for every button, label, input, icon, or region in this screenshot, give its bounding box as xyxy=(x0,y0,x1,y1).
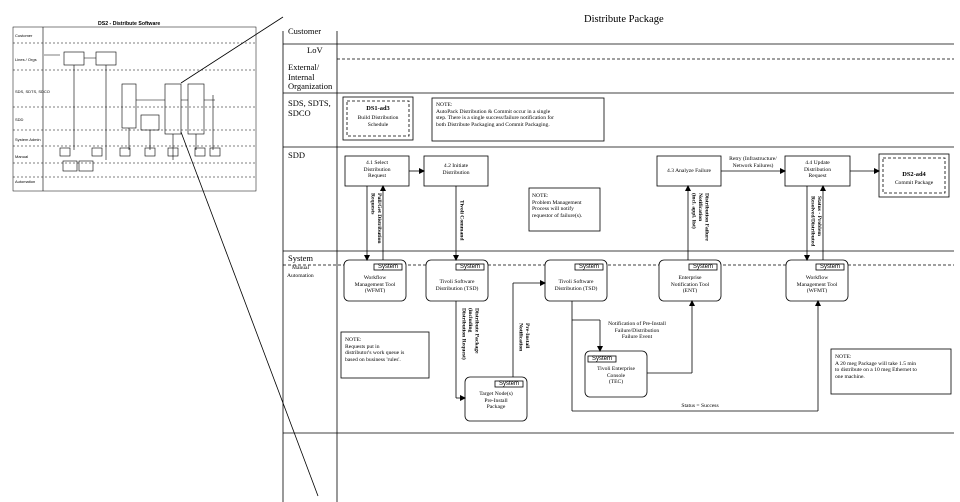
thumbnail-row-label: SDD xyxy=(15,117,24,122)
system-tsd-1-label: Tivoli Software Distribution (TSD) xyxy=(435,279,479,292)
system-tag-3 xyxy=(574,263,604,271)
flow-label-pre-install: Pre-Install Notification xyxy=(517,323,530,352)
system-tsd-2-label: Tivoli Software Distribution (TSD) xyxy=(554,279,598,292)
ds1-label: Build Distribution Schedule xyxy=(357,115,399,128)
ds1-title: DS1-ad3 xyxy=(366,105,390,112)
ds1-node xyxy=(342,96,414,141)
thumbnail-row-label: System Admin xyxy=(15,137,41,142)
lane-manual: Manual xyxy=(292,265,310,271)
system-tag-label: System xyxy=(591,356,612,362)
system-tag-label: System xyxy=(498,381,519,387)
system-wfmt-1-label: Workflow Management Tool (WFMT) xyxy=(354,275,396,295)
ds2-label: Commit Package xyxy=(894,180,934,186)
note-size-text: NOTE: A 20 meg Package will take 1.5 min… xyxy=(835,354,917,380)
flow-label-pull: Pull/Get Distribution Requests xyxy=(369,193,382,244)
ds2-node xyxy=(878,153,950,198)
flow-label-status-success: Status = Success xyxy=(681,403,719,409)
zoom-line-top xyxy=(180,16,284,84)
system-tag-label: System xyxy=(819,264,840,270)
flow-label-tivoli-command: Tivoli Command xyxy=(458,200,465,241)
note-autopack-text: NOTE: AutoPack Distribution & Commit occ… xyxy=(436,102,554,128)
system-tag-7 xyxy=(494,380,524,388)
thumbnail-row-label: Automation xyxy=(15,179,36,184)
system-wfmt-2-label: Workflow Management Tool (WFMT) xyxy=(796,275,838,295)
system-target-label: Target Node(s) Pre-Install Package xyxy=(479,391,513,411)
flow-label-fault-notification: Distribution Failure Notification (incl.… xyxy=(690,193,710,241)
node-4-1 xyxy=(344,155,410,187)
zoom-line-bottom xyxy=(180,131,319,497)
lane-customer: Customer xyxy=(288,26,322,36)
ds2-title: DS2-ad4 xyxy=(902,171,926,178)
note-problem-management xyxy=(528,187,601,232)
note-problem-text: NOTE: Problem Management Process will no… xyxy=(532,193,583,219)
node-4-4-label: 4.4 Update Distribution Request xyxy=(803,160,832,180)
lane-external: External/ Internal Organization xyxy=(288,62,333,92)
thumbnail-overview xyxy=(12,26,257,192)
thumbnail-row-label: Lines / Orgs xyxy=(15,57,37,62)
system-tag-6 xyxy=(587,355,617,363)
thumbnail-title: DS2 - Distribute Software xyxy=(98,21,161,27)
lane-sdd: SDD xyxy=(288,150,306,160)
system-tec xyxy=(584,350,648,398)
flow-label-status-problem: Status - Problem Resolved/Distributed xyxy=(809,196,822,247)
lane-system: System xyxy=(288,253,314,263)
node-4-2-label: 4.2 Initiate Distribution xyxy=(442,163,470,176)
lane-lov: LoV xyxy=(307,45,323,55)
note-autopack xyxy=(431,97,605,142)
system-tag-1 xyxy=(373,263,403,271)
system-tag-label: System xyxy=(459,264,480,270)
lane-sds: SDS, SDTS, SDCO xyxy=(288,98,331,118)
system-tec-label: Tivoli Enterprise Console (TEC) xyxy=(597,366,635,386)
note-package-size xyxy=(830,348,952,395)
flow-label-retry: Retry (Infrastructure/ Network Failures) xyxy=(729,156,777,169)
system-ent-label: Enterprise Notification Tool (ENT) xyxy=(670,275,710,295)
note-work-queue xyxy=(340,331,430,379)
system-tag-label: System xyxy=(578,264,599,270)
thumbnail-row-label: SDS, SDTS, SDCO xyxy=(15,89,50,94)
note-queue-text: NOTE: Requests put in distributor's work… xyxy=(345,337,405,363)
flow-label-notif-tec: Notification of Pre-Install Failure/Dist… xyxy=(608,321,666,341)
system-tag-label: System xyxy=(692,264,713,270)
node-4-3-label: 4.3 Analyze Failure xyxy=(667,168,711,174)
system-tag-label: System xyxy=(377,264,398,270)
system-tag-5 xyxy=(815,263,845,271)
diagram-title: Distribute Package xyxy=(584,14,664,25)
system-tag-2 xyxy=(455,263,485,271)
thumbnail-row-label: Manual xyxy=(15,154,29,159)
node-4-1-label: 4.1 Select Distribution Request xyxy=(363,160,391,180)
lane-automation: Automation xyxy=(287,273,314,279)
system-tag-4 xyxy=(688,263,718,271)
flow-label-distribute-package: Distribute Package (including Distributi… xyxy=(460,308,480,360)
swimlane-frame xyxy=(282,31,954,502)
thumbnail-row-label: Customer xyxy=(15,33,33,38)
